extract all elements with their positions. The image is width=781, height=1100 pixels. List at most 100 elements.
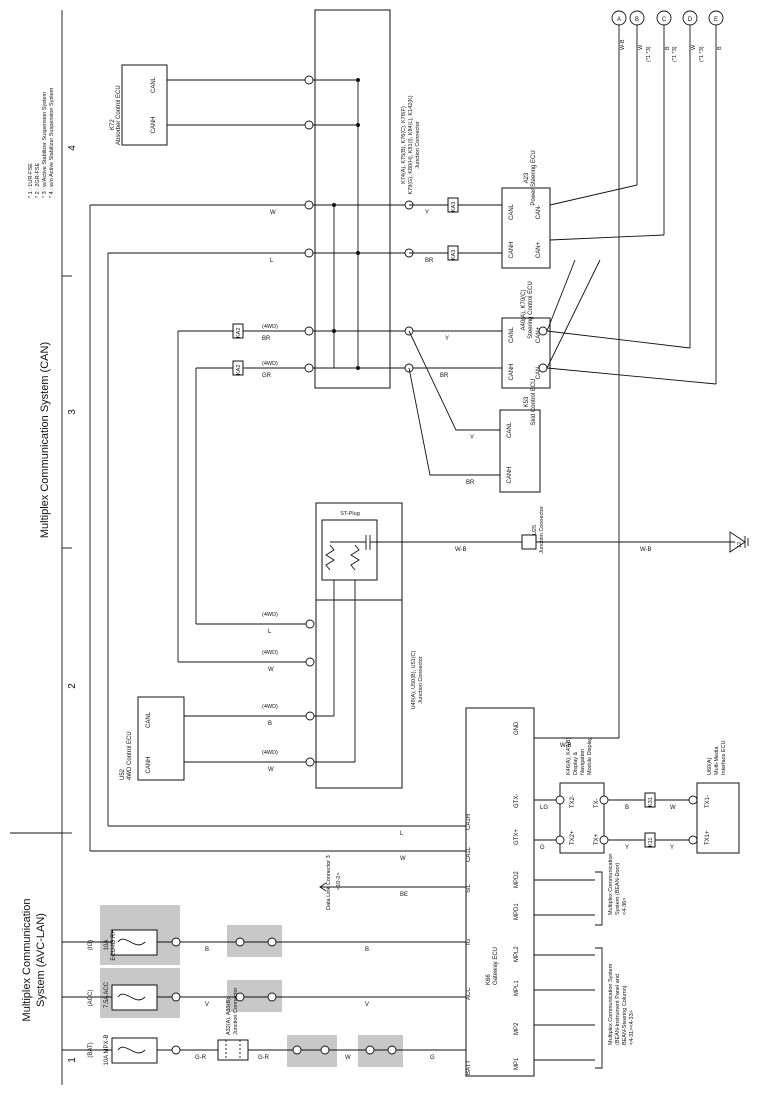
display-navigation-module xyxy=(559,782,605,854)
k66-pin-sil: SIL xyxy=(466,883,472,893)
k66-pin-ca1h: CA1H xyxy=(466,814,472,830)
bean-steer-ref: <4-31><4-33> xyxy=(629,1010,635,1045)
wire-label: V xyxy=(205,1002,209,1008)
a23-canm: CAN- xyxy=(536,205,542,220)
skid-control-ecu xyxy=(499,409,541,493)
wire-label: BR xyxy=(440,373,449,379)
wire-label: Y xyxy=(670,845,674,851)
ref-note: (*1 *3) xyxy=(699,46,705,62)
wire-label: Y xyxy=(425,210,429,216)
jc-small-name: A32(A), A33(B) xyxy=(226,998,232,1035)
disp-desc3: Module Display xyxy=(587,737,593,775)
wire-label: G-R xyxy=(195,1055,207,1061)
fuse-1-label: 7.5A ACC xyxy=(104,981,110,1008)
u25-name: U25 xyxy=(532,525,538,535)
bean-steer-l1: Multiplex Communication System xyxy=(608,963,614,1045)
grid-number: 1 xyxy=(67,1057,78,1063)
absorber-control-ecu xyxy=(121,64,168,146)
a23-canl: CANL xyxy=(509,203,515,220)
k66-pin-mpd2: MPD2 xyxy=(514,871,520,888)
wire-label: V xyxy=(365,1002,369,1008)
steer-name: A40(A), K70(C) xyxy=(521,289,527,330)
ref-wire-label: W-B xyxy=(620,39,626,50)
wire-label: W-B xyxy=(640,547,652,553)
wire-label: BR xyxy=(262,336,271,342)
conn-ka3: KA3 xyxy=(451,202,457,212)
fuse-acc xyxy=(111,984,158,1011)
k66-pin-gnd: GND xyxy=(514,721,520,735)
disp-tx2p: TX2+ xyxy=(570,830,576,845)
k66-pin-mpd1: MPD1 xyxy=(514,903,520,920)
fuse-1-circ: (ACC) xyxy=(88,990,94,1007)
wire-label: Y xyxy=(625,845,629,851)
k66-name: K66 xyxy=(486,974,492,985)
ref-d-label: D xyxy=(688,17,693,23)
wire-label: GR xyxy=(262,373,272,379)
steer-canm: CAN- xyxy=(536,365,542,380)
note-4: * 4 : w/o Active Stabilizer Suspension S… xyxy=(49,87,55,198)
wire-label: L xyxy=(270,258,274,264)
fuse-0-name: ECU-IG RH xyxy=(111,929,117,960)
k53-name: K53 xyxy=(524,396,530,407)
bean-steer-l2: (BEAN-Instrument Panel and xyxy=(615,974,621,1045)
conn-ka2: KA2 xyxy=(236,365,242,375)
wire-label: L xyxy=(400,831,404,837)
wire-label: B xyxy=(268,721,272,727)
note-4wd: (4WD) xyxy=(262,612,278,618)
note-4wd: (4WD) xyxy=(262,361,278,367)
u25-junction xyxy=(521,534,537,550)
ref-e-label: E xyxy=(714,17,718,23)
ref-note: (*1 *3) xyxy=(672,46,678,62)
k72-name: K72 xyxy=(110,119,116,130)
u60-desc2: Interface ECU xyxy=(721,740,727,775)
k53-canh: CANH xyxy=(507,466,513,483)
ref-wire-label: W xyxy=(691,44,697,50)
k66-pin-mp2: MP2 xyxy=(514,1022,520,1035)
wire-label: G xyxy=(540,845,545,851)
u60-tx1p: TX1+ xyxy=(705,830,711,845)
disp-desc2: Navigation xyxy=(580,749,586,775)
jc-upper-codes2: K79(G), K80(H), K81(I), K84(L), K142(K) xyxy=(408,95,414,194)
k66-pin-gtxp: GTX+ xyxy=(514,829,520,845)
st-plug-label: ST-Plug xyxy=(340,511,360,517)
k66-pin-batt: BATT xyxy=(466,1060,472,1075)
u52-desc: 4WD Control ECU xyxy=(127,731,133,780)
u25-desc: Junction Connector xyxy=(539,506,545,554)
dlc-ref: <10-2> xyxy=(336,873,342,890)
k66-desc: Gateway ECU xyxy=(493,947,499,985)
reference-markers: A B C D E xyxy=(611,10,724,26)
u60-desc1: Multi-Media xyxy=(714,746,720,775)
conn-ka3: KA3 xyxy=(451,250,457,260)
a23-canp: CAN+ xyxy=(536,241,542,258)
section-title-avc-1: Multiplex Communication xyxy=(21,899,33,1022)
jc-small-desc: Junction Connector xyxy=(233,987,239,1035)
k72-canl: CANL xyxy=(151,76,157,93)
wire-label: W xyxy=(670,805,676,811)
note-4wd: (4WD) xyxy=(262,650,278,656)
wire-label: W-B xyxy=(455,547,467,553)
u60-name: U60(A) xyxy=(707,757,713,775)
wire-label: B xyxy=(205,947,209,953)
fuse-0-circ: (IG) xyxy=(88,940,94,950)
steer-canh: CANH xyxy=(509,363,515,380)
wire-label: G xyxy=(430,1055,435,1061)
note-2: * 2 : 2GR-FSE xyxy=(35,163,41,198)
dlc-text: Data Link Connector 3 xyxy=(326,855,332,910)
k53-canl: CANL xyxy=(507,421,513,438)
steer-desc: Steering Control ECU xyxy=(528,281,534,339)
conn-k31: K31 xyxy=(648,797,654,807)
k66-pin-ca1l: CA1L xyxy=(466,846,472,862)
k66-pin-gtxm: GTX- xyxy=(514,794,520,808)
disp-desc1: Display & xyxy=(573,751,579,775)
wire-label: W-B xyxy=(560,743,572,749)
a23-desc: Power Steering ECU xyxy=(531,150,537,205)
ref-note: (*1 *3) xyxy=(646,46,652,62)
4wd-control-ecu xyxy=(137,696,185,781)
bean-door-ref: <4-36> xyxy=(622,898,628,915)
section-title-can: Multiplex Communication System (CAN) xyxy=(39,342,51,538)
wire-label: W xyxy=(270,210,276,216)
multimedia-interface-ecu xyxy=(696,782,740,854)
bean-door-l2: System (BEAN-Door) xyxy=(615,863,621,915)
